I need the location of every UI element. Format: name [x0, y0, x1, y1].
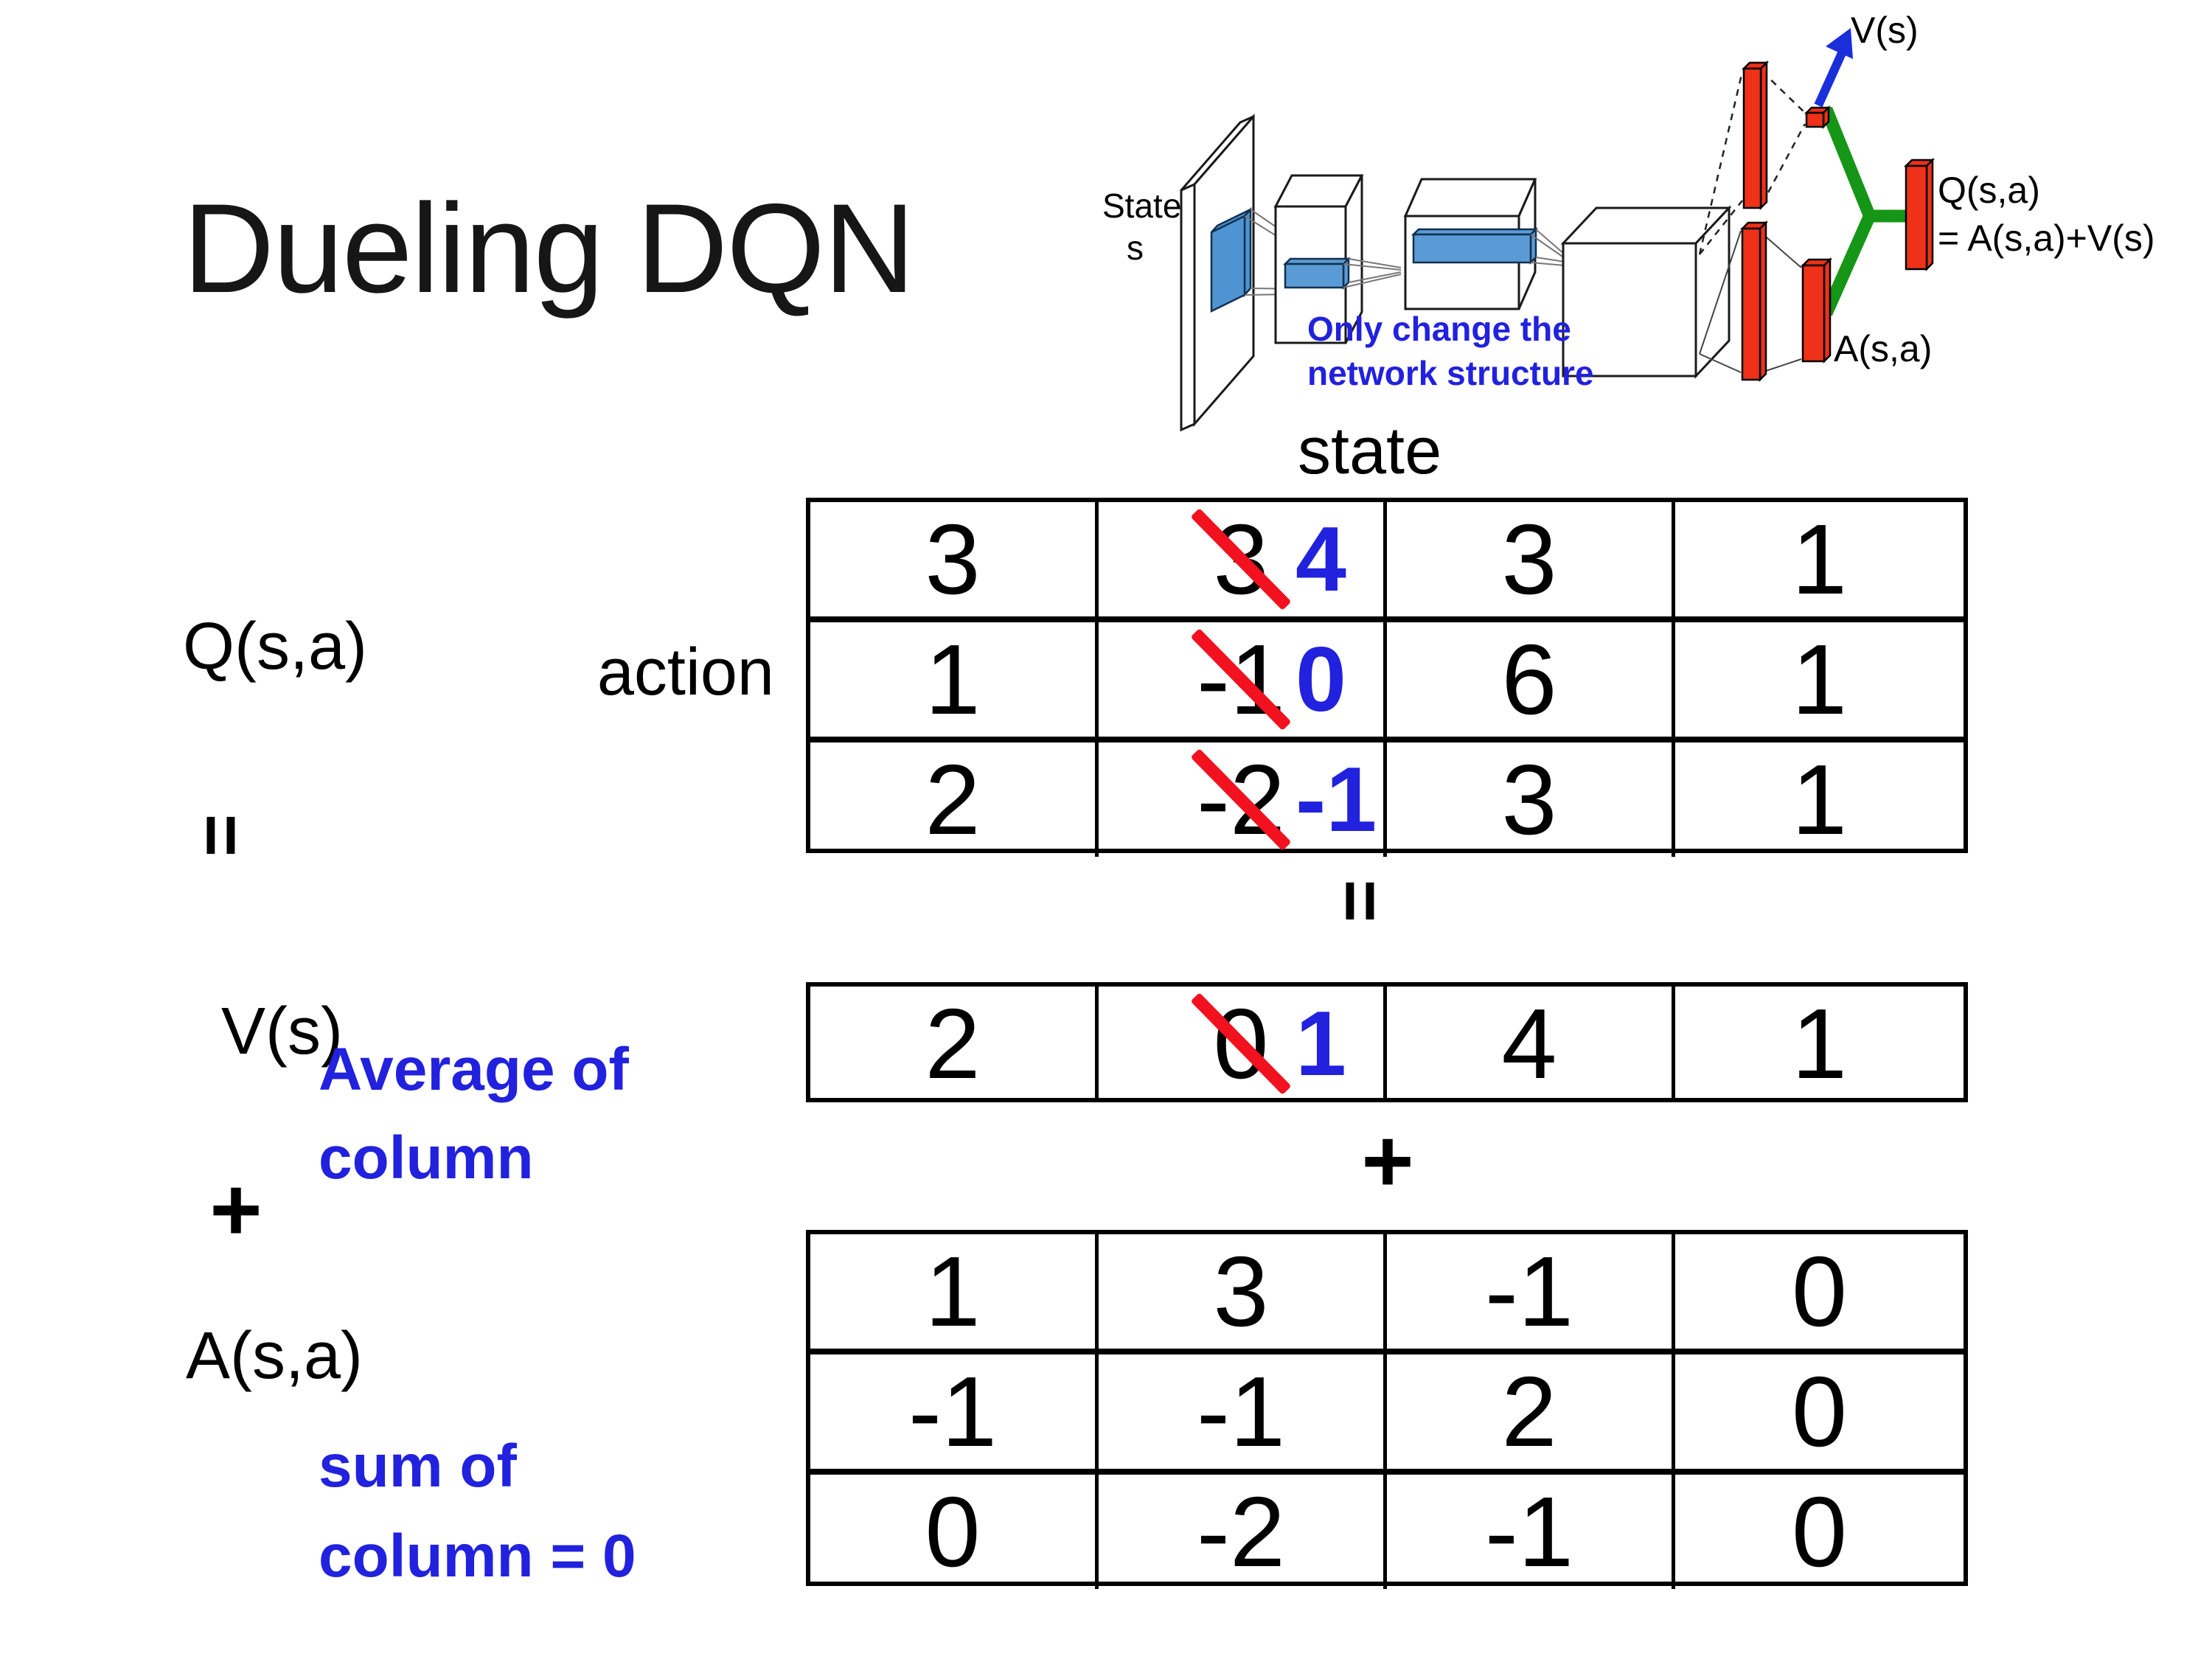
value-stream-connections [1698, 71, 1806, 255]
diagram-note-line2: network structure [1307, 354, 1594, 392]
v-cell-corrected: 0 1 [1099, 987, 1387, 1101]
q-output-bar [1903, 157, 1935, 272]
feature-bar-2 [1411, 226, 1539, 265]
new-value: -1 [1295, 748, 1377, 851]
q-cell-corrected: -2 -1 [1099, 742, 1387, 857]
plus-middle: + [1361, 1110, 1414, 1211]
q-cell: 1 [1675, 502, 1964, 622]
fc-box [1560, 205, 1732, 379]
a-cell: 3 [1099, 1234, 1387, 1354]
state-value-table: 2 0 1 4 1 [806, 982, 1968, 1102]
diagram-note-line1: Only change the [1307, 310, 1571, 348]
a-cell: 0 [810, 1475, 1099, 1589]
page-title: Dueling DQN [183, 178, 915, 319]
a-cell: -2 [1099, 1475, 1387, 1589]
conv-filter-patch [1210, 206, 1252, 313]
q-value-table: 3 3 4 3 1 1 -1 0 6 1 2 -2 -1 [806, 498, 1968, 857]
diagram-state-label-line2: s [1127, 229, 1144, 267]
aggregation-y-connector [1820, 106, 1911, 316]
advantage-output-bar [1800, 257, 1833, 364]
a-cell: -1 [1387, 1475, 1675, 1589]
conv-connection-lines-2 [1343, 258, 1402, 288]
a-cell: -1 [1099, 1354, 1387, 1475]
average-note-line2: column [319, 1124, 534, 1192]
q-cell: 3 [1387, 742, 1675, 857]
state-header: state [1298, 414, 1442, 488]
new-value: 1 [1295, 992, 1346, 1095]
q-cell: 2 [810, 742, 1099, 857]
diagram-value-label: V(s) [1851, 10, 1919, 51]
diagram-state-label-line1: State [1102, 187, 1181, 225]
feature-bar-1 [1282, 256, 1352, 291]
a-cell: -1 [1387, 1234, 1675, 1354]
v-cell: 1 [1791, 988, 1848, 1099]
advantage-hidden-bar [1739, 220, 1769, 383]
sum-note-line1: sum of [319, 1433, 517, 1500]
advantage-function-label: A(s,a) [186, 1319, 364, 1393]
q-cell: 1 [1791, 744, 1848, 855]
q-function-label: Q(s,a) [183, 610, 368, 684]
diagram-advantage-label: A(s,a) [1834, 328, 1932, 369]
value-arrow [1814, 28, 1853, 108]
equals-rotated-left: = [180, 813, 262, 858]
advantage-table: 1 3 -1 0 -1 -1 2 0 0 -2 -1 0 [806, 1230, 1968, 1589]
value-function-label: V(s) [221, 995, 343, 1068]
a-cell: 0 [1791, 1476, 1848, 1587]
q-cell-corrected: -1 0 [1099, 622, 1387, 742]
average-note-line1: Average of [319, 1036, 629, 1103]
a-cell: -1 [810, 1354, 1099, 1475]
new-value: 0 [1295, 628, 1346, 731]
equals-rotated-middle: = [1319, 879, 1402, 923]
q-cell: 6 [1387, 622, 1675, 742]
a-cell: 0 [1675, 1354, 1964, 1475]
conv-connection-lines-3 [1530, 229, 1565, 266]
a-cell: 0 [1675, 1234, 1964, 1354]
q-cell: 1 [1675, 622, 1964, 742]
value-node-cube [1804, 105, 1832, 130]
q-cell: 3 [1387, 502, 1675, 622]
action-label: action [597, 636, 774, 709]
q-cell: 1 [810, 622, 1099, 742]
diagram-q-output-label: Q(s,a) [1938, 170, 2040, 211]
v-cell: 4 [1387, 987, 1675, 1101]
advantage-stream-connections [1699, 230, 1802, 373]
q-cell: 3 [810, 502, 1099, 622]
value-hidden-bar [1741, 60, 1770, 211]
diagram-q-output-equation: = A(s,a)+V(s) [1938, 218, 2155, 259]
a-cell: 1 [810, 1234, 1099, 1354]
q-cell-corrected: 3 4 [1099, 502, 1387, 622]
a-cell: 2 [1387, 1354, 1675, 1475]
new-value: 4 [1295, 508, 1346, 611]
v-cell: 2 [810, 987, 1099, 1101]
sum-note-line2: column = 0 [319, 1523, 636, 1590]
dueling-network-diagram: State s V(s) Q(s,a) = A(s,a)+V(s) A(s,a)… [1102, 10, 2155, 432]
plus-left: + [209, 1159, 262, 1259]
